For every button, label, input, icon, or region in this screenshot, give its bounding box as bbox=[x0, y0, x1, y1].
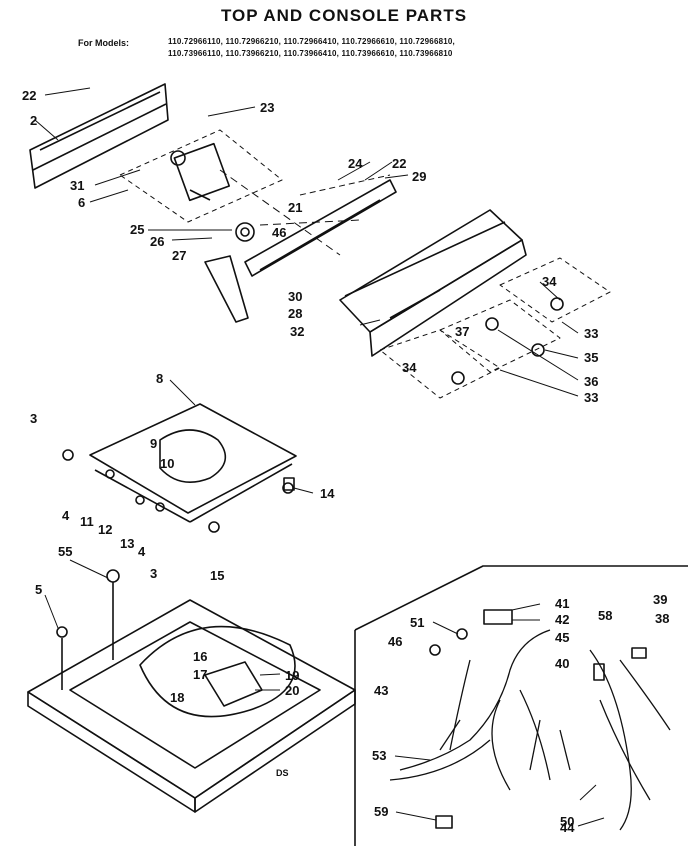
callout-number: 58 bbox=[598, 608, 612, 623]
callout-number: 21 bbox=[288, 200, 302, 215]
callout-number: 11 bbox=[80, 514, 94, 529]
callout-number: 14 bbox=[320, 486, 335, 501]
callout-number: 34 bbox=[542, 274, 557, 289]
callout-number: 25 bbox=[130, 222, 144, 237]
callout-number: 19 bbox=[285, 668, 299, 683]
timer-switch bbox=[170, 142, 231, 202]
callout-number: 55 bbox=[58, 544, 72, 559]
callout-number: 27 bbox=[172, 248, 186, 263]
control-rod bbox=[244, 174, 397, 277]
callout-number: 23 bbox=[260, 100, 274, 115]
wiring-harness bbox=[389, 629, 671, 831]
model-numbers-line-1: 110.72966110, 110.72966210, 110.72966410… bbox=[168, 37, 455, 46]
callout-number: 43 bbox=[374, 683, 388, 698]
callout-number: 59 bbox=[374, 804, 388, 819]
callout-number: 44 bbox=[560, 820, 575, 835]
callout-number: 20 bbox=[285, 683, 299, 698]
callout-number: 6 bbox=[78, 195, 85, 210]
callout-number: 30 bbox=[288, 289, 302, 304]
page-title: TOP AND CONSOLE PARTS bbox=[220, 6, 468, 25]
callout-number: 3 bbox=[30, 411, 37, 426]
callout-number: 5 bbox=[35, 582, 42, 597]
callout-number: 2 bbox=[30, 113, 37, 128]
callout-number: 33 bbox=[584, 390, 598, 405]
callout-number: 38 bbox=[655, 611, 669, 626]
callout-number: 45 bbox=[555, 630, 569, 645]
console-housing bbox=[339, 209, 527, 357]
callout-number: 50 bbox=[560, 814, 574, 829]
model-numbers-line-2: 110.73966110, 110.73966210, 110.73966410… bbox=[168, 49, 453, 58]
callout-number: 8 bbox=[156, 371, 163, 386]
callout-number: 40 bbox=[555, 656, 569, 671]
callout-number: 51 bbox=[410, 615, 424, 630]
callout-number: 29 bbox=[412, 169, 426, 184]
callout-number: 3 bbox=[150, 566, 157, 581]
callout-number: 4 bbox=[62, 508, 70, 523]
lid bbox=[89, 403, 297, 523]
console-back-panel bbox=[29, 83, 169, 189]
callout-number: 33 bbox=[584, 326, 598, 341]
knob-46 bbox=[235, 222, 255, 242]
callout-number: 31 bbox=[70, 178, 84, 193]
callout-number: 34 bbox=[402, 360, 417, 375]
callout-number: 13 bbox=[120, 536, 134, 551]
callout-number: 26 bbox=[150, 234, 164, 249]
callout-number: 10 bbox=[160, 456, 174, 471]
callout-number: 15 bbox=[210, 568, 224, 583]
callout-number: 18 bbox=[170, 690, 184, 705]
models-label: For Models: bbox=[78, 38, 129, 48]
bracket-27 bbox=[204, 255, 249, 323]
callout-number: 32 bbox=[290, 324, 304, 339]
callout-number: 53 bbox=[372, 748, 386, 763]
washer-top bbox=[27, 599, 356, 813]
callout-number: 46 bbox=[272, 225, 286, 240]
drawing-code: DS bbox=[276, 768, 289, 778]
wiring-harness-inset bbox=[354, 565, 688, 846]
callout-number: 41 bbox=[555, 596, 569, 611]
callout-number: 12 bbox=[98, 522, 112, 537]
callout-number: 24 bbox=[348, 156, 363, 171]
callout-number: 35 bbox=[584, 350, 598, 365]
callout-number: 17 bbox=[193, 667, 207, 682]
callout-number: 36 bbox=[584, 374, 598, 389]
callout-number: 16 bbox=[193, 649, 207, 664]
callout-number: 28 bbox=[288, 306, 302, 321]
callout-number: 22 bbox=[392, 156, 406, 171]
callout-number: 39 bbox=[653, 592, 667, 607]
callout-number: 22 bbox=[22, 88, 36, 103]
callout-number: 4 bbox=[138, 544, 146, 559]
callout-number: 46 bbox=[388, 634, 402, 649]
callout-number: 37 bbox=[455, 324, 469, 339]
callout-number: 42 bbox=[555, 612, 569, 627]
callout-number: 9 bbox=[150, 436, 157, 451]
